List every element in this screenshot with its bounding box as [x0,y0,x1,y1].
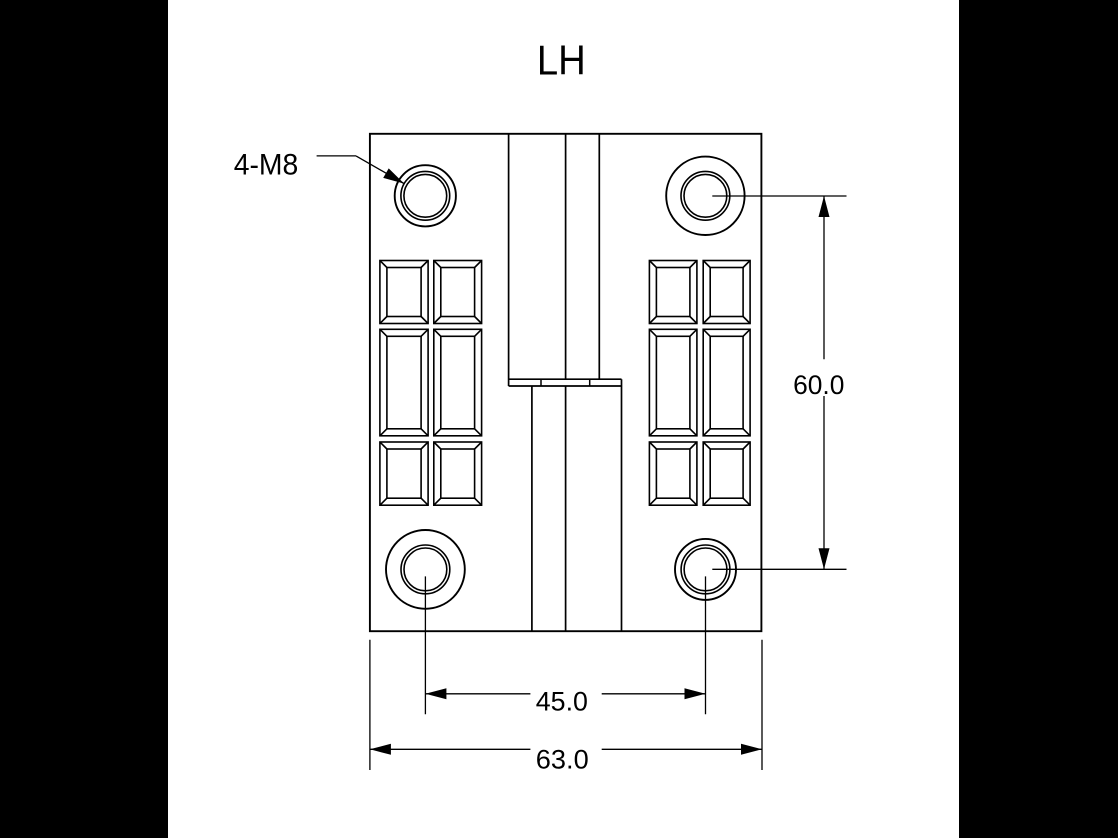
svg-text:63.0: 63.0 [536,745,589,775]
svg-text:60.0: 60.0 [793,370,844,400]
svg-text:45.0: 45.0 [536,687,588,717]
svg-text:LH: LH [537,37,586,84]
svg-text:4-M8: 4-M8 [234,148,299,181]
